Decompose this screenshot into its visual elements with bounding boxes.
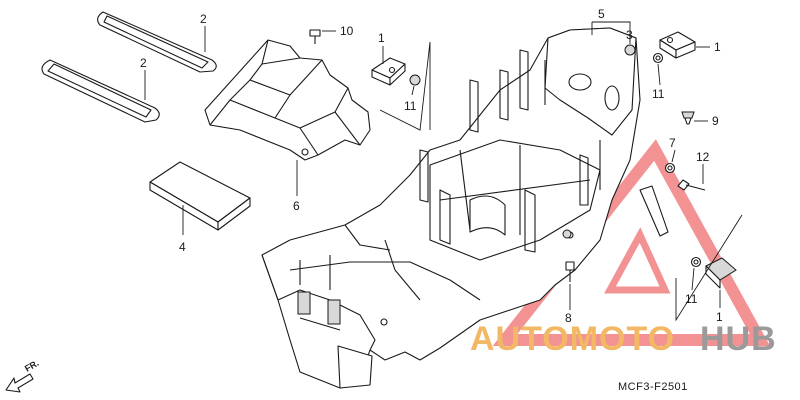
callout-3: 3 bbox=[626, 28, 633, 42]
callout-11-bottom: 11 bbox=[685, 292, 698, 306]
leader-lines bbox=[144, 21, 743, 322]
callout-11-right: 11 bbox=[652, 87, 665, 101]
watermark-part1: AUTOMOTO bbox=[470, 320, 675, 358]
side-bracket bbox=[639, 185, 669, 237]
upper-cover bbox=[204, 39, 371, 161]
watermark-part2: HUB bbox=[700, 320, 777, 358]
callout-10: 10 bbox=[340, 24, 354, 38]
direction-marker: FR. bbox=[23, 358, 41, 374]
callout-12: 12 bbox=[696, 150, 710, 164]
rubber-block-right bbox=[659, 31, 696, 59]
front-direction-arrow: FR. bbox=[5, 358, 41, 393]
callout-1-bottom: 1 bbox=[716, 310, 723, 324]
callout-5: 5 bbox=[598, 7, 605, 21]
panel-pad bbox=[149, 161, 251, 231]
rubber-strip-lower bbox=[41, 59, 160, 123]
callout-7: 7 bbox=[669, 136, 676, 150]
callout-8: 8 bbox=[565, 311, 572, 325]
watermark-text: AUTOMOTO HUB bbox=[470, 320, 777, 358]
callout-11-top: 11 bbox=[404, 99, 417, 113]
screws bbox=[309, 29, 706, 282]
rear-fender-body bbox=[261, 27, 641, 389]
callout-2-upper: 2 bbox=[200, 12, 207, 26]
callouts: 2 2 4 6 10 1 11 5 3 1 11 9 7 12 8 11 1 bbox=[140, 7, 723, 325]
callout-1-right: 1 bbox=[714, 40, 721, 54]
callout-9: 9 bbox=[712, 114, 719, 128]
grommets bbox=[409, 44, 702, 268]
callout-1-top: 1 bbox=[378, 31, 385, 45]
rubber-strip-upper bbox=[97, 11, 217, 73]
rubber-block-bottom bbox=[705, 257, 737, 289]
callout-6: 6 bbox=[293, 199, 300, 213]
diagram-code: MCF3-F2501 bbox=[618, 381, 688, 393]
callout-4: 4 bbox=[179, 240, 186, 254]
rubber-block-top bbox=[371, 57, 406, 86]
callout-2-lower: 2 bbox=[140, 56, 147, 70]
